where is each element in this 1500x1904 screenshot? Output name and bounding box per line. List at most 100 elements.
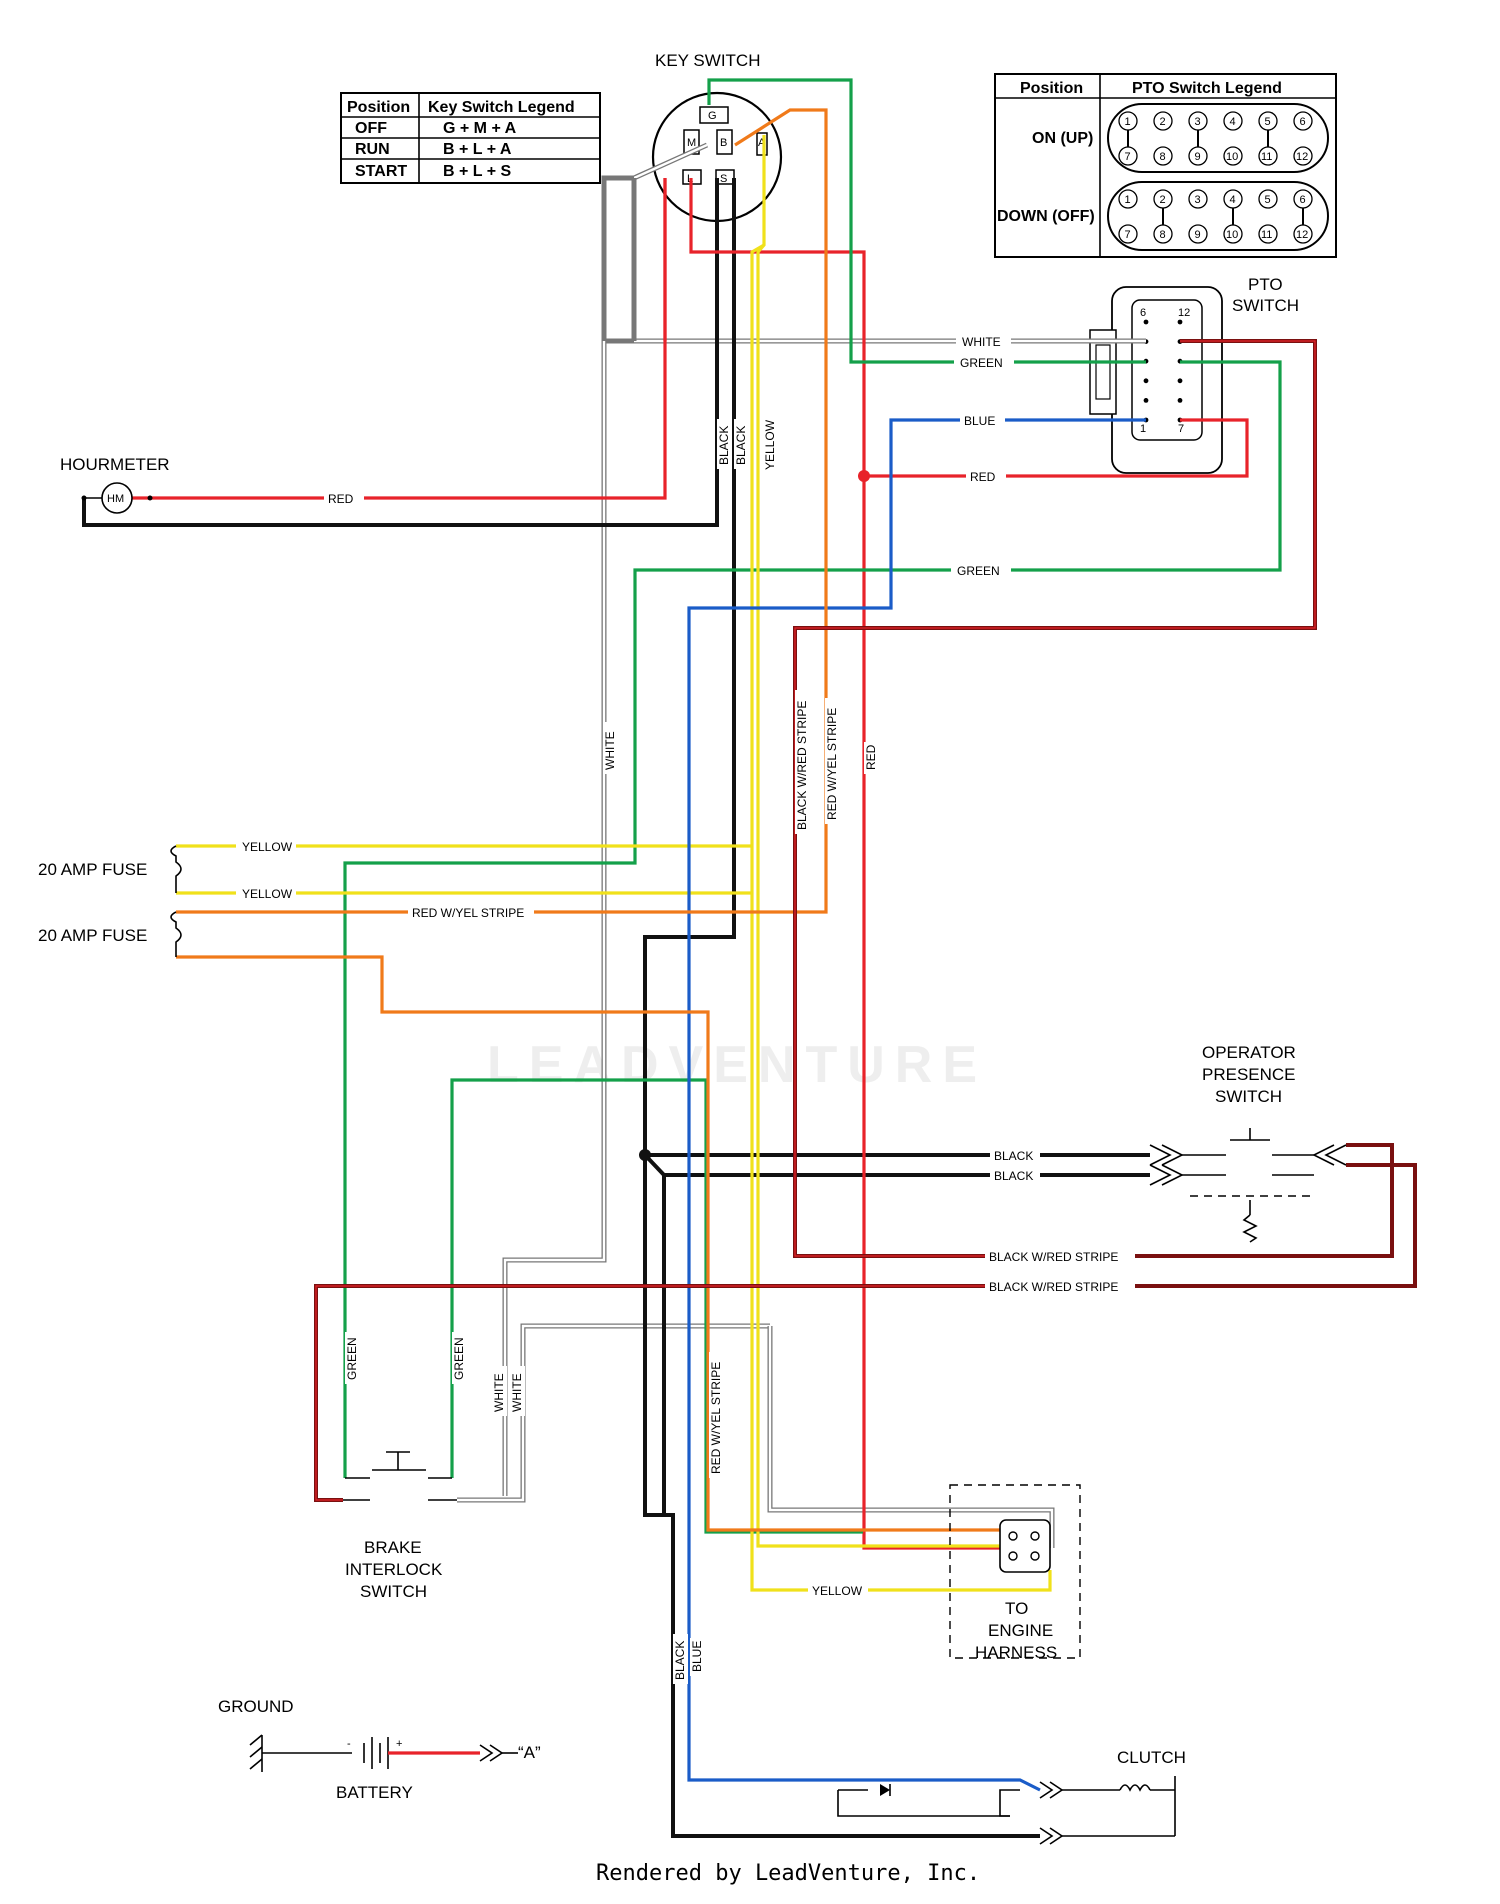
watermark: LEADVENTURE	[487, 1036, 987, 1094]
engine-harness-label-1: TO	[1005, 1599, 1028, 1618]
key-terminal-a: A	[758, 137, 766, 149]
fuse-1-label: 20 AMP FUSE	[38, 860, 147, 879]
label-blue-clutch: BLUE	[690, 1641, 704, 1672]
pto-legend-pin-circle	[1223, 111, 1243, 131]
label-black-red-2: BLACK W/RED STRIPE	[989, 1280, 1118, 1294]
ground-battery: GROUND - + “A” BATTERY	[218, 1697, 541, 1802]
pto-switch-title-1: PTO	[1248, 275, 1283, 294]
engine-harness: TO ENGINE HARNESS	[949, 1484, 1081, 1662]
fuse-2-label: 20 AMP FUSE	[38, 926, 147, 945]
pto-legend-row-on: ON (UP)	[1032, 130, 1093, 147]
wire-labels: WHITE GREEN BLUE RED RED GREEN YELLOW YE…	[236, 334, 1135, 1684]
key-legend-row-start-position: START	[355, 163, 407, 180]
pto-legend-pin-circle	[1258, 189, 1278, 209]
pto-switch-pin-dot	[1143, 319, 1149, 325]
engine-harness-label-3: HARNESS	[975, 1643, 1057, 1662]
label-red-yel-lower: RED W/YEL STRIPE	[709, 1362, 723, 1474]
ground-label: GROUND	[218, 1697, 294, 1716]
brake-interlock-switch: BRAKE INTERLOCK SWITCH	[343, 1451, 457, 1601]
operator-switch-label-2: PRESENCE	[1202, 1065, 1296, 1084]
pto-legend-pin-number: 10	[1226, 151, 1238, 163]
clutch: CLUTCH	[837, 1748, 1186, 1845]
pto-legend-header-legend: PTO Switch Legend	[1132, 80, 1282, 97]
pto-pin-12: 12	[1178, 307, 1190, 319]
pto-legend-pin-circle	[1118, 224, 1138, 244]
label-yellow-main: YELLOW	[763, 419, 777, 470]
label-black-1: BLACK	[717, 426, 731, 465]
footer-text: Rendered by LeadVenture, Inc.	[596, 1861, 980, 1886]
blue-wires	[687, 418, 1146, 1792]
key-legend-row-start-value: B + L + S	[443, 163, 512, 180]
label-yellow-fuse-2: YELLOW	[242, 887, 293, 901]
pto-pin-1: 1	[1140, 423, 1146, 435]
label-green-brake-2: GREEN	[452, 1337, 466, 1380]
pto-legend-pin-number: 12	[1296, 229, 1308, 241]
orange-wires	[176, 108, 1000, 1532]
pto-legend-pin-number: 8	[1160, 151, 1166, 163]
label-black-2: BLACK	[734, 426, 748, 465]
operator-switch-label-3: SWITCH	[1215, 1087, 1282, 1106]
key-legend-header-legend: Key Switch Legend	[428, 99, 575, 116]
black-wires	[82, 178, 1150, 1838]
pto-pin-7: 7	[1178, 423, 1184, 435]
pto-legend-pin-number: 7	[1125, 151, 1131, 163]
brake-switch-label-1: BRAKE	[364, 1538, 422, 1557]
pto-switch-legend: Position PTO Switch Legend ON (UP) DOWN …	[994, 73, 1337, 258]
black-red-wires	[314, 339, 1417, 1502]
pto-legend-pin-number: 3	[1195, 116, 1201, 128]
key-legend-row-run-value: B + L + A	[443, 141, 512, 158]
pto-legend-pin-number: 11	[1261, 151, 1272, 163]
pto-legend-pin-number: 2	[1160, 116, 1166, 128]
label-red-yel-vert: RED W/YEL STRIPE	[825, 708, 839, 820]
pto-legend-pin-circle	[1153, 146, 1173, 166]
pto-switch: PTO SWITCH 6 12 1 7	[1089, 275, 1299, 474]
label-yellow-fuse-1: YELLOW	[242, 840, 293, 854]
label-red-vert: RED	[864, 744, 878, 770]
label-black-red-1: BLACK W/RED STRIPE	[989, 1250, 1118, 1264]
label-white-brake-1: WHITE	[492, 1373, 506, 1412]
pto-legend-pin-number: 9	[1195, 229, 1201, 241]
hourmeter-label: HOURMETER	[60, 455, 170, 474]
pto-switch-pin-dot	[1143, 378, 1149, 384]
brake-switch-label-3: SWITCH	[360, 1582, 427, 1601]
pto-legend-pin-circle	[1293, 111, 1313, 131]
key-terminal-g: G	[708, 110, 717, 122]
label-green-brake-1: GREEN	[345, 1337, 359, 1380]
fuses: 20 AMP FUSE 20 AMP FUSE	[38, 845, 182, 957]
key-legend-row-run-position: RUN	[355, 141, 390, 158]
pto-legend-row-down: DOWN (OFF)	[997, 208, 1095, 225]
pto-switch-pin-dot	[1177, 319, 1183, 325]
pto-legend-pin-number: 7	[1125, 229, 1131, 241]
label-black-clutch: BLACK	[673, 1641, 687, 1680]
key-legend-row-off-value: G + M + A	[443, 120, 517, 137]
label-white-main: WHITE	[603, 731, 617, 770]
pto-legend-pin-number: 9	[1195, 151, 1201, 163]
pto-switch-title-2: SWITCH	[1232, 296, 1299, 315]
key-terminal-s: S	[720, 173, 727, 185]
pto-legend-pin-number: 1	[1125, 116, 1131, 128]
pto-legend-pin-number: 2	[1160, 194, 1166, 206]
pto-legend-pin-number: 3	[1195, 194, 1201, 206]
pto-legend-pin-circle	[1188, 189, 1208, 209]
battery-plus: +	[396, 1738, 402, 1750]
pto-legend-pin-number: 5	[1265, 116, 1271, 128]
clutch-label: CLUTCH	[1117, 1748, 1186, 1767]
brake-switch-label-2: INTERLOCK	[345, 1560, 443, 1579]
pto-switch-pin-dot	[1177, 378, 1183, 384]
battery-label: BATTERY	[336, 1783, 413, 1802]
battery-minus: -	[347, 1738, 351, 1750]
pto-pin-6: 6	[1140, 307, 1146, 319]
label-red-pto: RED	[970, 470, 996, 484]
label-green-mid: GREEN	[957, 564, 1000, 578]
red-junction	[858, 470, 870, 482]
hourmeter-symbol: HM	[107, 493, 124, 505]
hourmeter: HOURMETER HM	[60, 455, 170, 514]
label-black-ops-2: BLACK	[994, 1169, 1033, 1183]
pto-legend-pin-circle	[1223, 146, 1243, 166]
label-white-pto: WHITE	[962, 335, 1001, 349]
key-switch: KEY SWITCH G M B A L S	[651, 51, 783, 223]
label-red-hourmeter: RED	[328, 492, 354, 506]
pto-legend-pin-circle	[1118, 189, 1138, 209]
pto-legend-pin-number: 11	[1261, 229, 1272, 241]
